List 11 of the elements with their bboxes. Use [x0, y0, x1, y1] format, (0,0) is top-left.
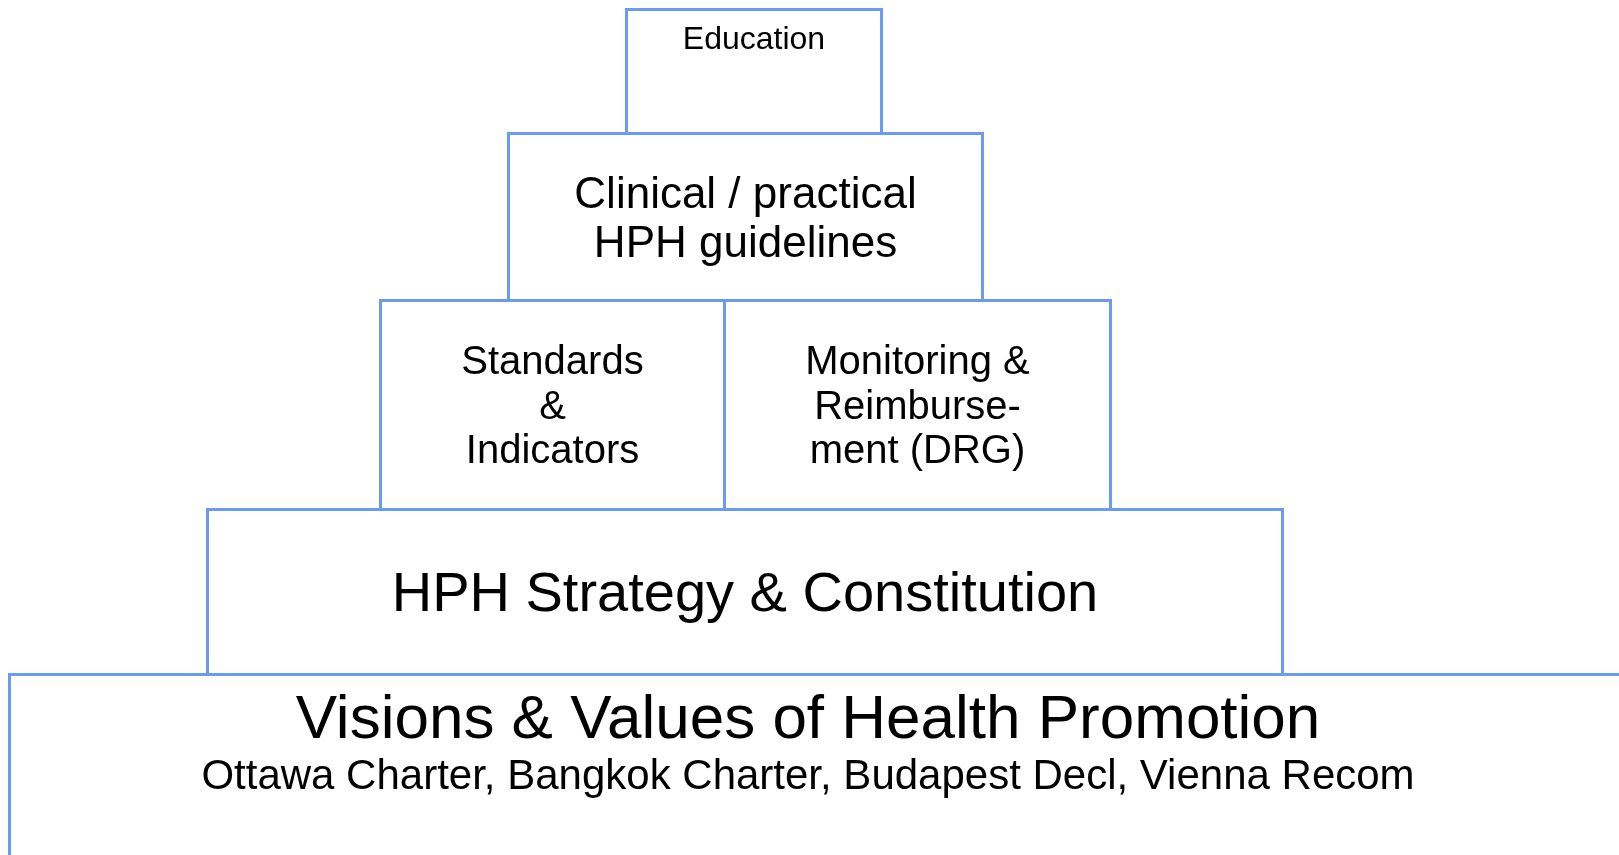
- tier-label: Monitoring & Reimburse- ment (DRG): [804, 337, 1031, 473]
- pyramid-tier: [206, 508, 1284, 676]
- pyramid-tier: [625, 8, 883, 135]
- pyramid-tier: [8, 673, 1619, 855]
- tier-label: Visions & Values of Health Promotion: [295, 682, 1321, 752]
- tier-label: Standards & Indicators: [460, 337, 645, 473]
- tier-label: Clinical / practical HPH guidelines: [573, 167, 918, 267]
- tier-label: HPH Strategy & Constitution: [391, 560, 1099, 624]
- tier-subtitle: Ottawa Charter, Bangkok Charter, Budapest Decl, Vienna Recom: [201, 751, 1415, 799]
- tier-label: Education: [682, 21, 826, 57]
- pyramid-tier: [507, 132, 984, 302]
